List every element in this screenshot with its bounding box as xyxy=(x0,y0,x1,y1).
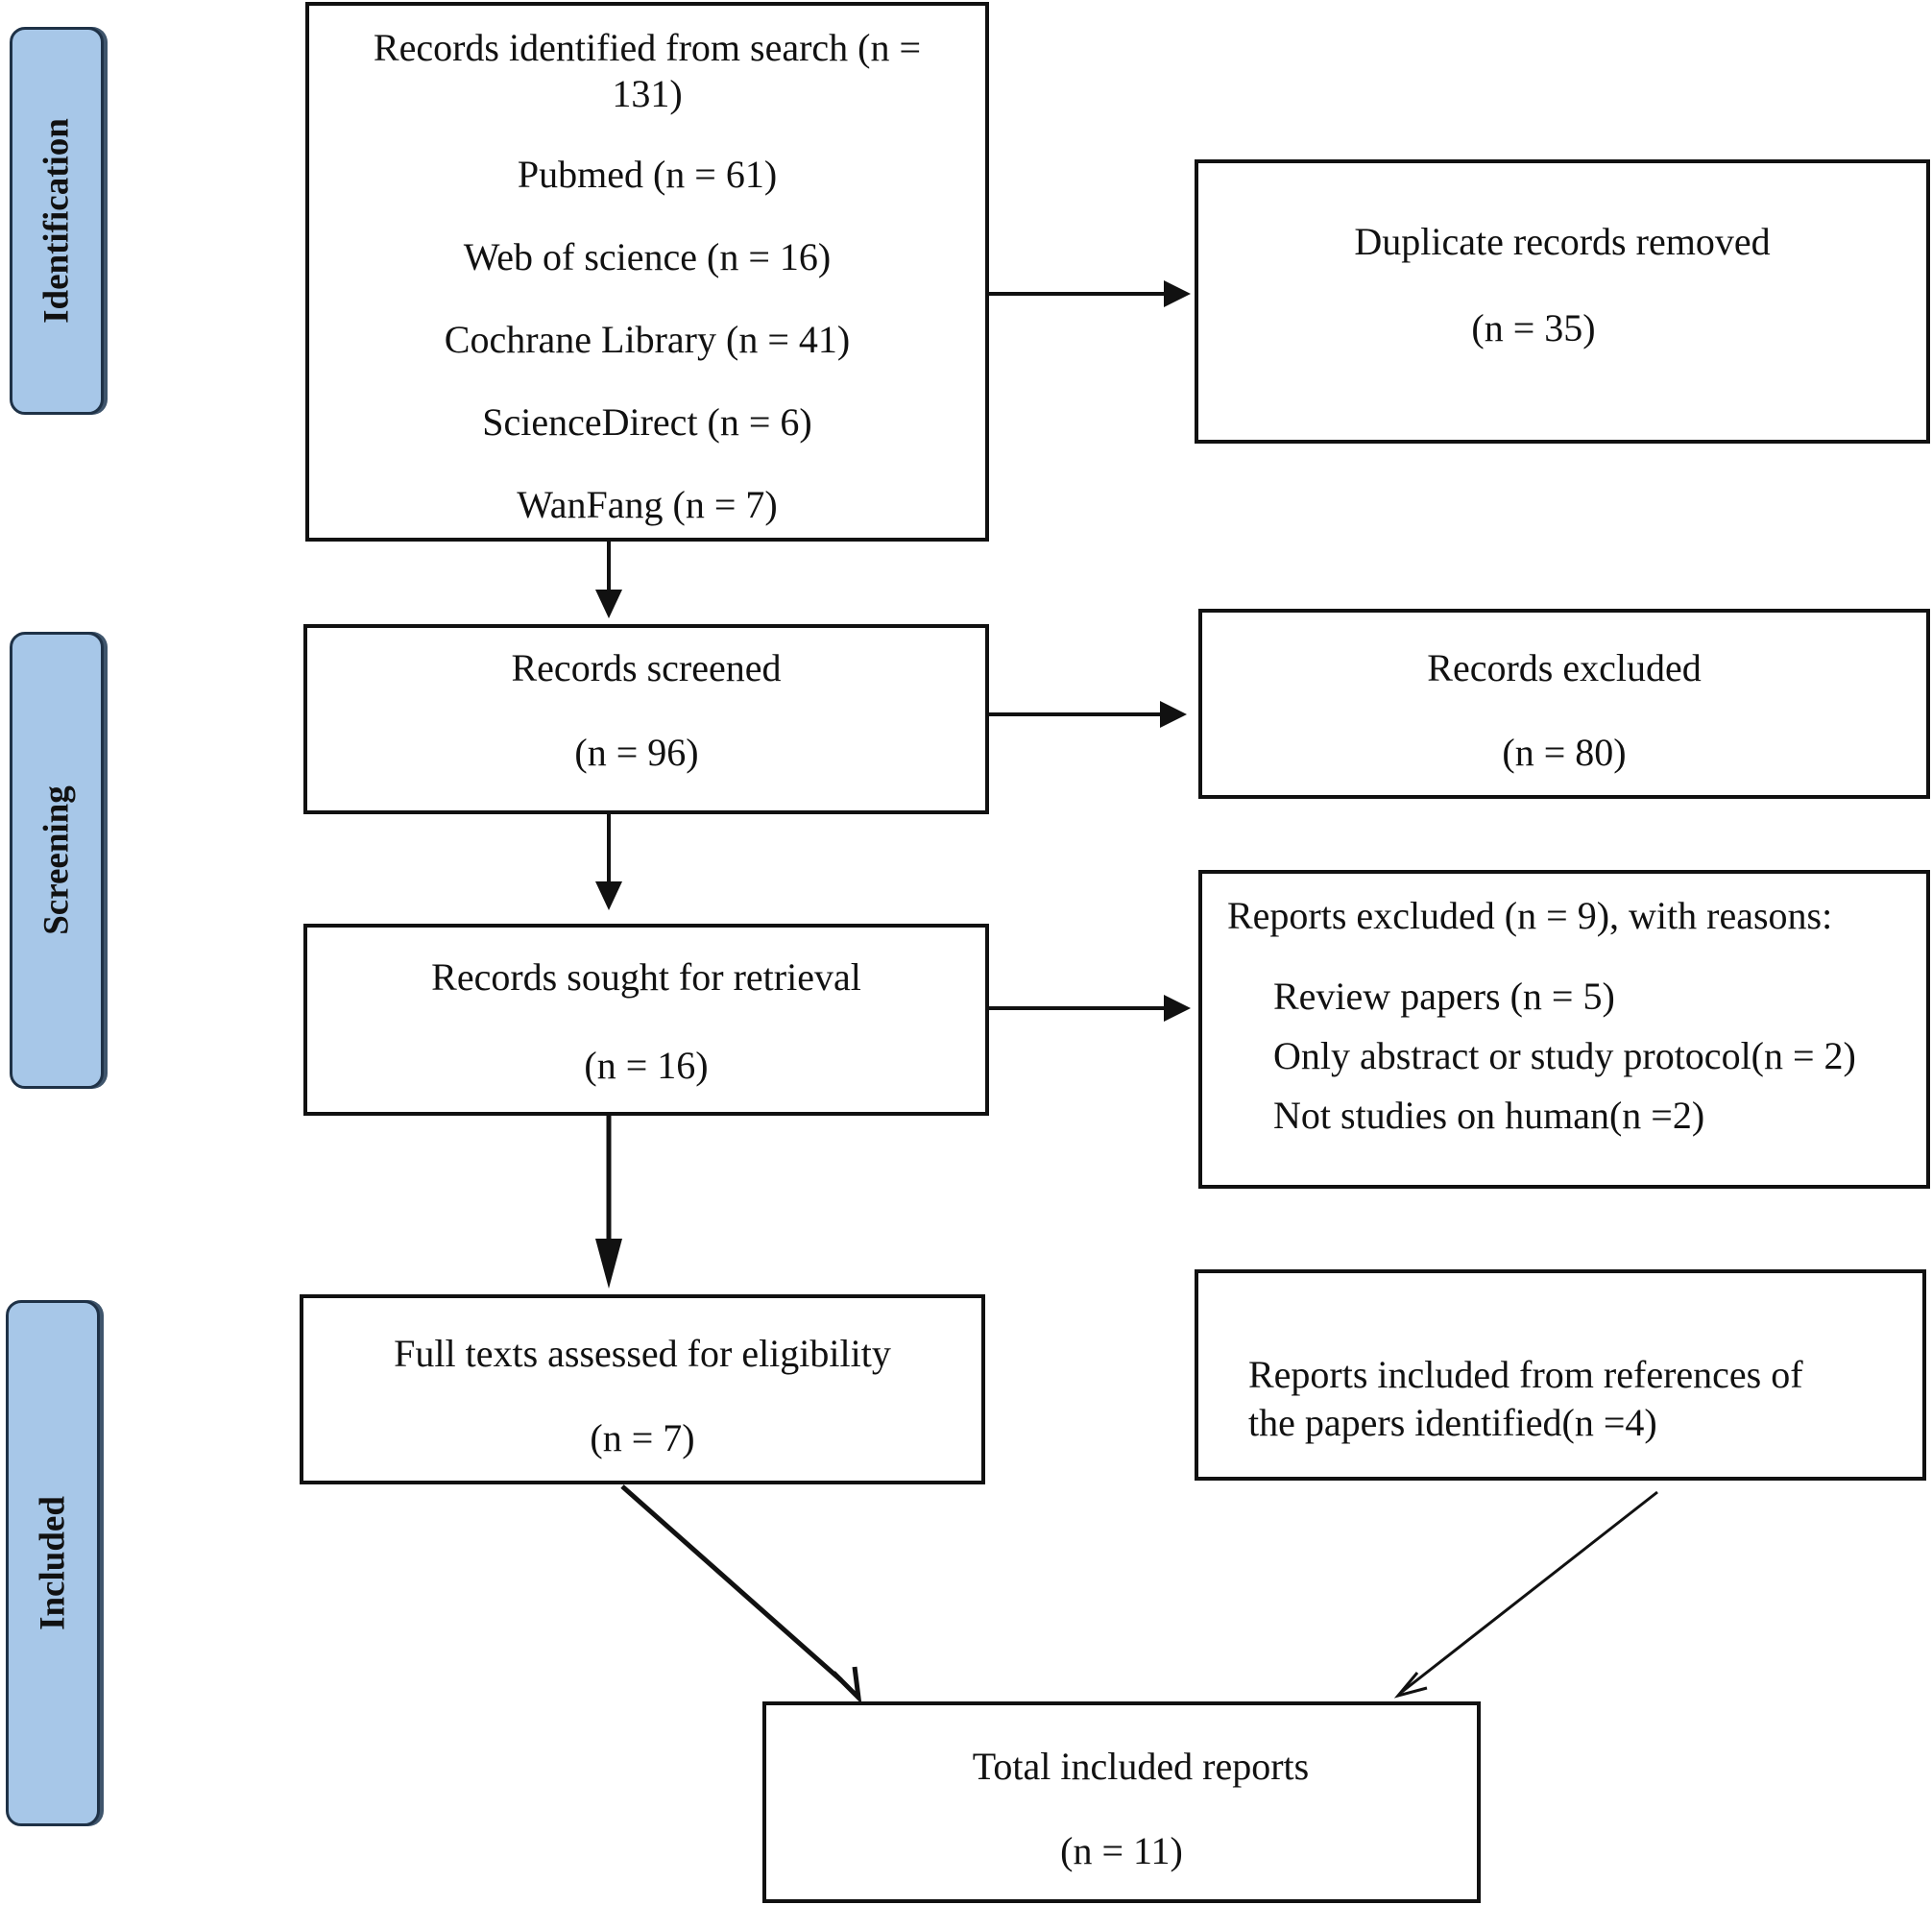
reports-from-references-line1: Reports included from references of xyxy=(1248,1353,1803,1396)
reports-excluded-heading: Reports excluded (n = 9), with reasons: xyxy=(1227,894,1833,937)
arrow-screened-to-excluded xyxy=(989,701,1187,728)
full-texts-assessed-label: Full texts assessed for eligibility xyxy=(394,1332,891,1375)
arrow-screened-to-retrieval xyxy=(595,814,622,910)
full-texts-assessed-box: Full texts assessed for eligibility (n =… xyxy=(300,1294,985,1484)
total-included-box: Total included reports (n = 11) xyxy=(762,1701,1481,1903)
records-excluded-count: (n = 80) xyxy=(1502,731,1627,774)
records-sought-box: Records sought for retrieval (n = 16) xyxy=(303,924,989,1116)
records-identified-title-line2: 131) xyxy=(612,72,683,115)
phase-identification: Identification xyxy=(10,27,104,415)
duplicates-removed-count: (n = 35) xyxy=(1471,306,1596,350)
source-web-of-science: Web of science (n = 16) xyxy=(463,235,832,278)
records-excluded-label: Records excluded xyxy=(1427,646,1702,689)
phase-screening: Screening xyxy=(10,632,104,1089)
reason-abstract-or-protocol: Only abstract or study protocol(n = 2) xyxy=(1273,1034,1856,1077)
source-sciencedirect: ScienceDirect (n = 6) xyxy=(482,400,812,444)
reports-from-references-line2: the papers identified(n =4) xyxy=(1248,1401,1657,1444)
duplicates-removed-box: Duplicate records removed (n = 35) xyxy=(1195,159,1930,444)
arrow-full-texts-to-total xyxy=(620,1484,862,1704)
records-sought-count: (n = 16) xyxy=(584,1044,709,1087)
reports-excluded-box: Reports excluded (n = 9), with reasons: … xyxy=(1198,870,1930,1189)
records-sought-label: Records sought for retrieval xyxy=(431,955,861,999)
reason-not-human: Not studies on human(n =2) xyxy=(1273,1094,1705,1137)
records-excluded-box: Records excluded (n = 80) xyxy=(1198,609,1930,799)
arrow-retrieval-to-reports-excluded xyxy=(989,995,1191,1022)
arrow-identified-to-duplicates xyxy=(989,280,1191,307)
source-pubmed: Pubmed (n = 61) xyxy=(517,153,778,196)
reports-from-references-box: Reports included from references of the … xyxy=(1195,1269,1926,1481)
source-wanfang: WanFang (n = 7) xyxy=(517,483,778,526)
records-screened-count: (n = 96) xyxy=(574,731,699,774)
source-cochrane-library: Cochrane Library (n = 41) xyxy=(444,318,851,361)
total-included-count: (n = 11) xyxy=(1060,1829,1183,1872)
records-screened-label: Records screened xyxy=(511,646,782,689)
total-included-label: Total included reports xyxy=(972,1745,1310,1788)
duplicates-removed-label: Duplicate records removed xyxy=(1354,220,1771,263)
arrow-references-to-total xyxy=(1393,1490,1658,1699)
reason-review-papers: Review papers (n = 5) xyxy=(1273,975,1615,1018)
records-identified-title-line1: Records identified from search (n = xyxy=(373,26,922,69)
phase-included: Included xyxy=(6,1300,100,1826)
full-texts-assessed-count: (n = 7) xyxy=(590,1416,695,1459)
arrow-retrieval-to-full-texts xyxy=(595,1116,622,1289)
records-screened-box: Records screened (n = 96) xyxy=(303,624,989,814)
records-identified-box: Records identified from search (n = 131)… xyxy=(305,2,989,542)
arrow-identified-to-screened xyxy=(595,542,622,618)
